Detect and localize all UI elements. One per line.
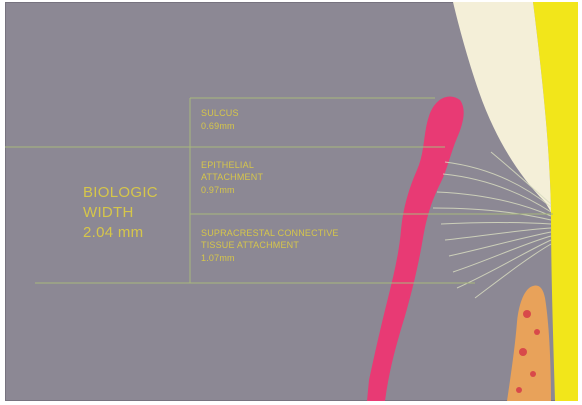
alveolar-bone	[507, 286, 551, 402]
biologic-width-line1: BIOLOGIC	[83, 185, 158, 201]
biologic-width-label: BIOLOGIC WIDTH 2.04 mm	[83, 185, 158, 240]
connective-name-1: SUPRACRESTAL CONNECTIVE	[201, 229, 339, 238]
epithelial-measure: 0.97mm	[201, 186, 263, 195]
biologic-width-diagram: BIOLOGIC WIDTH 2.04 mm SULCUS 0.69mm EPI…	[5, 2, 578, 401]
connective-tissue-label: SUPRACRESTAL CONNECTIVE TISSUE ATTACHMEN…	[201, 229, 339, 263]
sulcus-measure: 0.69mm	[201, 122, 239, 131]
sulcus-label: SULCUS 0.69mm	[201, 109, 239, 132]
connective-name-2: TISSUE ATTACHMENT	[201, 241, 339, 250]
epithelial-attachment-label: EPITHELIAL ATTACHMENT 0.97mm	[201, 161, 263, 195]
gingiva	[367, 97, 464, 401]
tooth-enamel	[453, 2, 551, 212]
biologic-width-value: 2.04 mm	[83, 225, 158, 241]
connective-measure: 1.07mm	[201, 254, 339, 263]
epithelial-name-2: ATTACHMENT	[201, 173, 263, 182]
sulcus-name: SULCUS	[201, 109, 239, 118]
epithelial-name-1: EPITHELIAL	[201, 161, 263, 170]
biologic-width-line2: WIDTH	[83, 205, 158, 221]
